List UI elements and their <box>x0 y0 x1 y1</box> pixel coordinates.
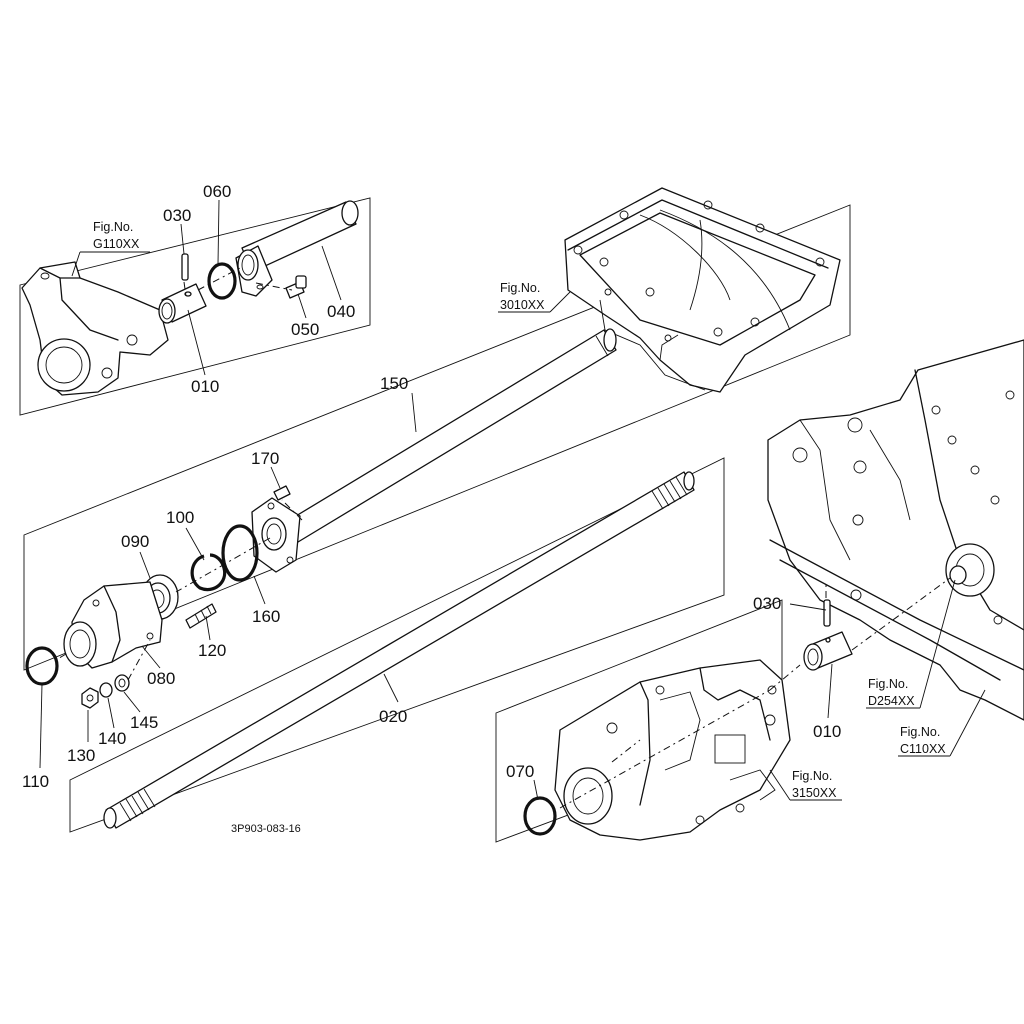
fig-g110-title: Fig.No. <box>93 220 133 234</box>
drawing-code: 3P903-083-16 <box>231 823 301 835</box>
label-070: 070 <box>506 762 534 781</box>
label-010-right: 010 <box>813 722 841 741</box>
flange-170 <box>251 485 301 573</box>
label-040: 040 <box>327 302 355 321</box>
shaft-frame <box>69 457 725 833</box>
assembly-lines <box>55 267 951 809</box>
fig-c110-code: C110XX <box>900 742 946 756</box>
spline-right <box>651 476 688 510</box>
pin-030-right <box>823 599 831 627</box>
label-140: 140 <box>98 729 126 748</box>
bolt-050 <box>285 275 307 299</box>
label-100: 100 <box>166 508 194 527</box>
shaft-020 <box>103 471 695 829</box>
fig-d254-title: Fig.No. <box>868 677 908 691</box>
fig-3150-code: 3150XX <box>792 786 837 800</box>
label-010-upper: 010 <box>191 377 219 396</box>
sleeve-010-right <box>803 631 853 671</box>
lock-washer-140 <box>99 682 113 698</box>
label-060: 060 <box>203 182 231 201</box>
nut-130 <box>81 687 99 709</box>
fig-g110-code: G110XX <box>93 237 140 251</box>
upper-left-frame <box>19 197 371 416</box>
fig-3150-title: Fig.No. <box>792 769 832 783</box>
stud-120 <box>185 603 217 629</box>
label-130: 130 <box>67 746 95 765</box>
label-030-right: 030 <box>753 594 781 613</box>
label-160: 160 <box>252 607 280 626</box>
middle-frame <box>23 204 851 671</box>
label-030-upper: 030 <box>163 206 191 225</box>
fig-3010-code: 3010XX <box>500 298 545 312</box>
label-080: 080 <box>147 669 175 688</box>
label-090: 090 <box>121 532 149 551</box>
label-110: 110 <box>22 772 49 791</box>
o-ring-070 <box>523 796 557 836</box>
label-120: 120 <box>198 641 226 660</box>
housing-3150 <box>554 659 791 841</box>
fig-d254-code: D254XX <box>868 694 915 708</box>
housing-c110 <box>767 339 1024 721</box>
o-ring-060 <box>207 262 237 300</box>
label-150: 150 <box>380 374 408 393</box>
label-145: 145 <box>130 713 158 732</box>
seal-160 <box>221 524 259 582</box>
tube-040 <box>235 200 359 297</box>
bracket-g110 <box>21 261 169 396</box>
shaft-150 <box>285 328 617 543</box>
label-050: 050 <box>291 320 319 339</box>
spline-left <box>119 788 156 822</box>
fig-c110-title: Fig.No. <box>900 725 940 739</box>
leader-lines <box>39 199 986 801</box>
sleeve-010-upper <box>158 283 207 324</box>
case-3010 <box>564 187 841 393</box>
part-labels: 030 060 040 050 010 150 170 100 090 160 … <box>22 182 841 791</box>
snap-ring-100 <box>190 553 227 592</box>
fig-3010-title: Fig.No. <box>500 281 540 295</box>
label-020: 020 <box>379 707 407 726</box>
label-170: 170 <box>251 449 279 468</box>
pin-030-upper <box>181 253 189 281</box>
figure-references: Fig.No. G110XX Fig.No. 3010XX Fig.No. D2… <box>93 220 946 800</box>
boundary-frames <box>19 197 851 843</box>
housing-080 <box>63 581 163 669</box>
o-ring-110 <box>25 646 59 686</box>
washer-145 <box>114 674 130 692</box>
